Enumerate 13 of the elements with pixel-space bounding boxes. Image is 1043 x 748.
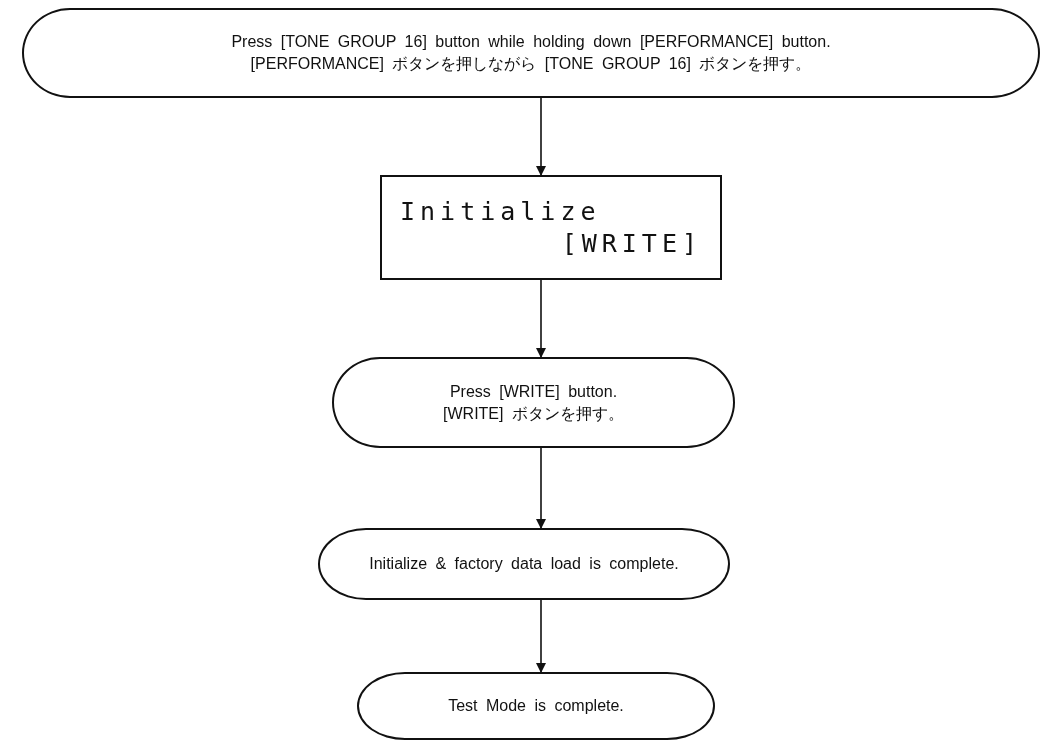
step-text: [PERFORMANCE] ボタンを押しながら [TONE GROUP 16] ボタンを押す。: [250, 54, 812, 74]
arrow: [536, 97, 546, 176]
display-screen: [380, 175, 722, 280]
display-text: Initialize: [400, 195, 602, 228]
step-text: Test Mode is complete.: [448, 696, 624, 716]
arrow: [536, 599, 546, 673]
step-text: [WRITE] ボタンを押す。: [443, 403, 624, 424]
arrow: [536, 447, 546, 529]
display-text: [WRITE]: [560, 227, 702, 260]
step-text: Press [WRITE] button.: [449, 381, 618, 402]
arrow: [536, 279, 546, 358]
step-text: Press [TONE GROUP 16] button while holding down [PERFORMANCE] button.: [231, 32, 831, 52]
step-text: Initialize & factory data load is complete.: [369, 554, 679, 574]
